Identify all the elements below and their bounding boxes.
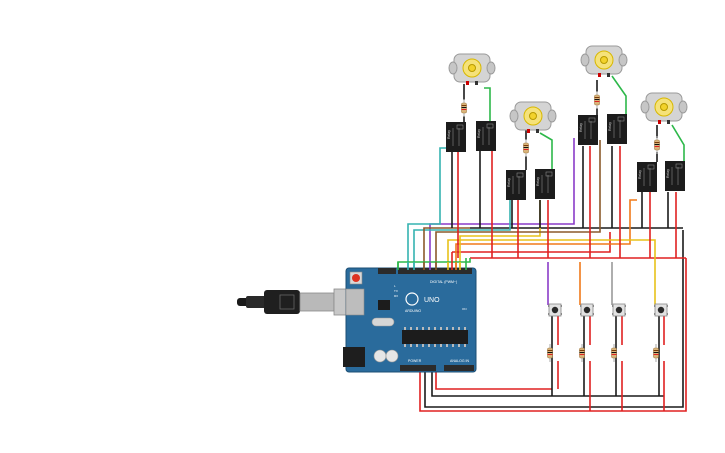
motor-4[interactable] [640, 92, 688, 125]
wire-red-rail-2[interactable] [452, 232, 611, 253]
reset-button[interactable] [352, 274, 360, 282]
board-label-arduino: ARDUINO [405, 309, 421, 313]
relay-1[interactable]: Relay [445, 121, 467, 153]
relay-label: Relay [536, 177, 540, 186]
board-label-uno: UNO [424, 297, 440, 304]
wire-power-bottom[interactable] [419, 258, 687, 412]
pushbutton-3[interactable] [611, 303, 627, 317]
wire-green-motor2[interactable] [539, 132, 553, 170]
relay-label: Relay [608, 122, 612, 131]
wire-teal[interactable] [407, 147, 447, 268]
wire-brown[interactable] [423, 227, 470, 268]
dc-jack [343, 347, 365, 367]
relay-3[interactable]: Relay [505, 169, 527, 201]
relay-4[interactable]: Relay [534, 168, 556, 200]
motor-3[interactable] [580, 45, 628, 78]
board-label-tx: TX [394, 289, 398, 293]
wire-yellow[interactable] [447, 239, 656, 305]
power-header[interactable] [400, 365, 436, 371]
resistor-motor-4[interactable] [654, 135, 660, 155]
wire-green-motor1[interactable] [484, 87, 491, 122]
pushbutton-2[interactable] [579, 303, 595, 317]
board-label-analog: ANALOG IN [450, 359, 470, 363]
relay-5[interactable]: Relay [577, 114, 599, 146]
microcontroller-chip [402, 330, 468, 344]
wire-ground-bottom-2[interactable] [431, 366, 664, 397]
board-label-rx: RX [394, 294, 398, 298]
relay-8[interactable]: Relay [664, 160, 686, 192]
wire-red-bottom-2[interactable] [435, 366, 552, 390]
digital-header[interactable] [398, 268, 472, 274]
wire-ground-bottom[interactable] [424, 230, 684, 408]
motor-2[interactable] [509, 101, 557, 134]
pushbutton-4[interactable] [653, 303, 669, 317]
board-label-l: L [394, 284, 396, 288]
board-label-on: ON [462, 307, 467, 311]
wire-green-motor4[interactable] [671, 124, 685, 162]
relay-label: Relay [507, 178, 511, 187]
relay-6[interactable]: Relay [606, 113, 628, 145]
resistor-button-4[interactable] [653, 343, 659, 363]
resistor-motor-3[interactable] [594, 90, 600, 110]
relay-label: Relay [666, 169, 670, 178]
pushbutton-1[interactable] [547, 303, 563, 317]
board-label-digital: DIGITAL (PWM~) [430, 280, 457, 284]
digital-header-2[interactable] [378, 268, 396, 274]
usb-cable-icon[interactable] [237, 288, 365, 316]
analog-header[interactable] [444, 365, 474, 371]
relay-label: Relay [638, 170, 642, 179]
wire-purple[interactable] [429, 138, 575, 268]
resistor-motor-2[interactable] [523, 138, 529, 158]
relay-label: Relay [477, 129, 481, 138]
board-label-power: POWER [408, 359, 422, 363]
wire-teal-2[interactable] [413, 188, 511, 268]
header-pin-wires [397, 252, 467, 270]
wire-layer [397, 75, 687, 412]
arduino-logo [405, 292, 419, 306]
relay-7[interactable]: Relay [636, 161, 658, 193]
wire-orange[interactable] [455, 199, 637, 268]
relay-label: Relay [447, 130, 451, 139]
relay-2[interactable]: Relay [475, 120, 497, 152]
resistor-motor-1[interactable] [461, 98, 467, 118]
wire-green-motor3[interactable] [611, 75, 627, 116]
relay-label: Relay [579, 123, 583, 132]
motor-1[interactable] [448, 53, 496, 86]
arduino-uno-board[interactable]: UNO ARDUINO DIGITAL (PWM~) POWER ANALOG … [343, 267, 477, 373]
